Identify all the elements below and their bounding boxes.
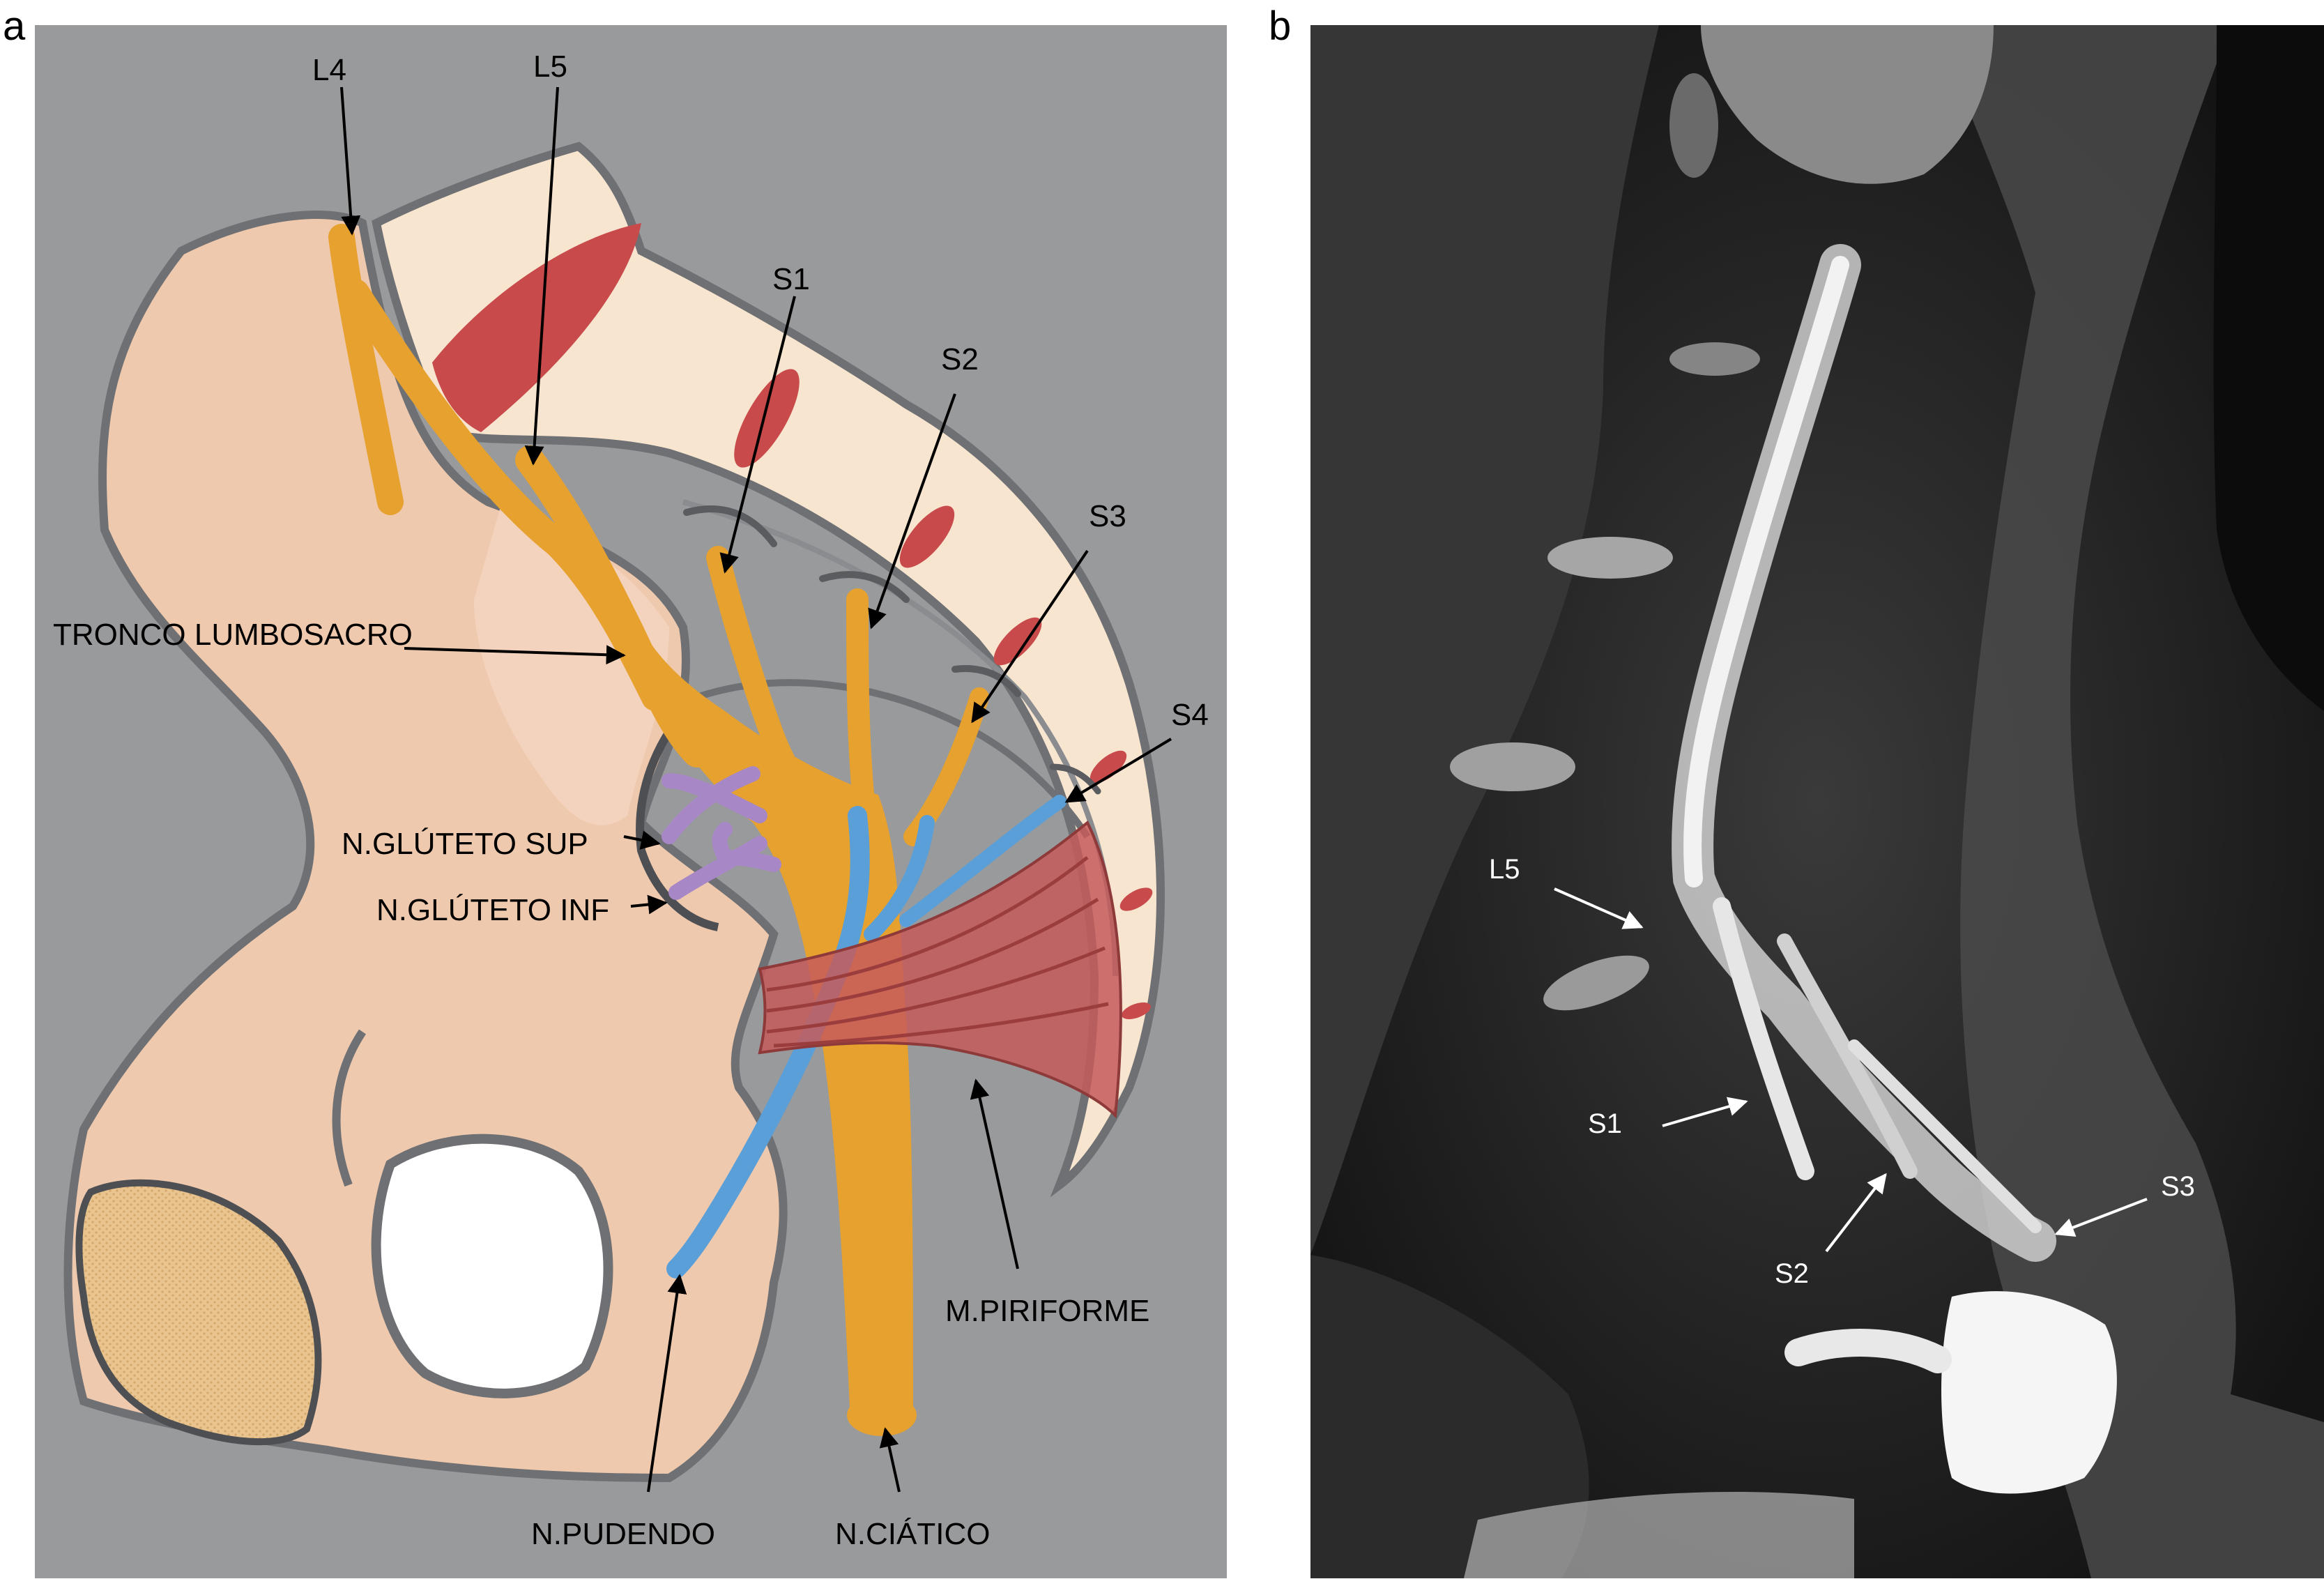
label-s3: S3	[1089, 499, 1126, 533]
sciatic-end	[847, 1394, 917, 1436]
panel-b-mri: L5 S1 S2 S3	[1310, 25, 2324, 1578]
label-s1: S1	[772, 262, 810, 296]
mri-label-l5: L5	[1489, 854, 1520, 885]
nerve-s2	[857, 600, 864, 809]
label-gluteo-sup: N.GLÚTETO SUP	[342, 827, 588, 861]
mri-vessel-1	[1547, 537, 1673, 579]
mri-vessel-2	[1450, 742, 1575, 791]
label-piriforme: M.PIRIFORME	[945, 1294, 1149, 1328]
panel-a-illustration: L4 L5 S1 S2 S3 S4 TRONCO LUMBOSACRO N.GL…	[35, 25, 1227, 1578]
mri-vessel-5	[1669, 73, 1718, 178]
label-ciatico: N.CIÁTICO	[835, 1517, 990, 1551]
label-l5: L5	[533, 49, 567, 84]
label-gluteo-inf: N.GLÚTETO INF	[376, 893, 609, 927]
label-l4: L4	[312, 53, 346, 87]
mri-label-s2: S2	[1775, 1258, 1809, 1289]
label-s2: S2	[941, 342, 979, 376]
mri-vessel-4	[1669, 342, 1760, 376]
label-tronco: TRONCO LUMBOSACRO	[53, 618, 413, 652]
mri-bright-organ	[1941, 1291, 2117, 1493]
label-pudendo: N.PUDENDO	[531, 1517, 715, 1551]
obturator-foramen	[376, 1139, 609, 1394]
mri-label-s1: S1	[1588, 1108, 1622, 1139]
mri-label-s3: S3	[2161, 1171, 2195, 1202]
label-s4: S4	[1171, 698, 1209, 732]
